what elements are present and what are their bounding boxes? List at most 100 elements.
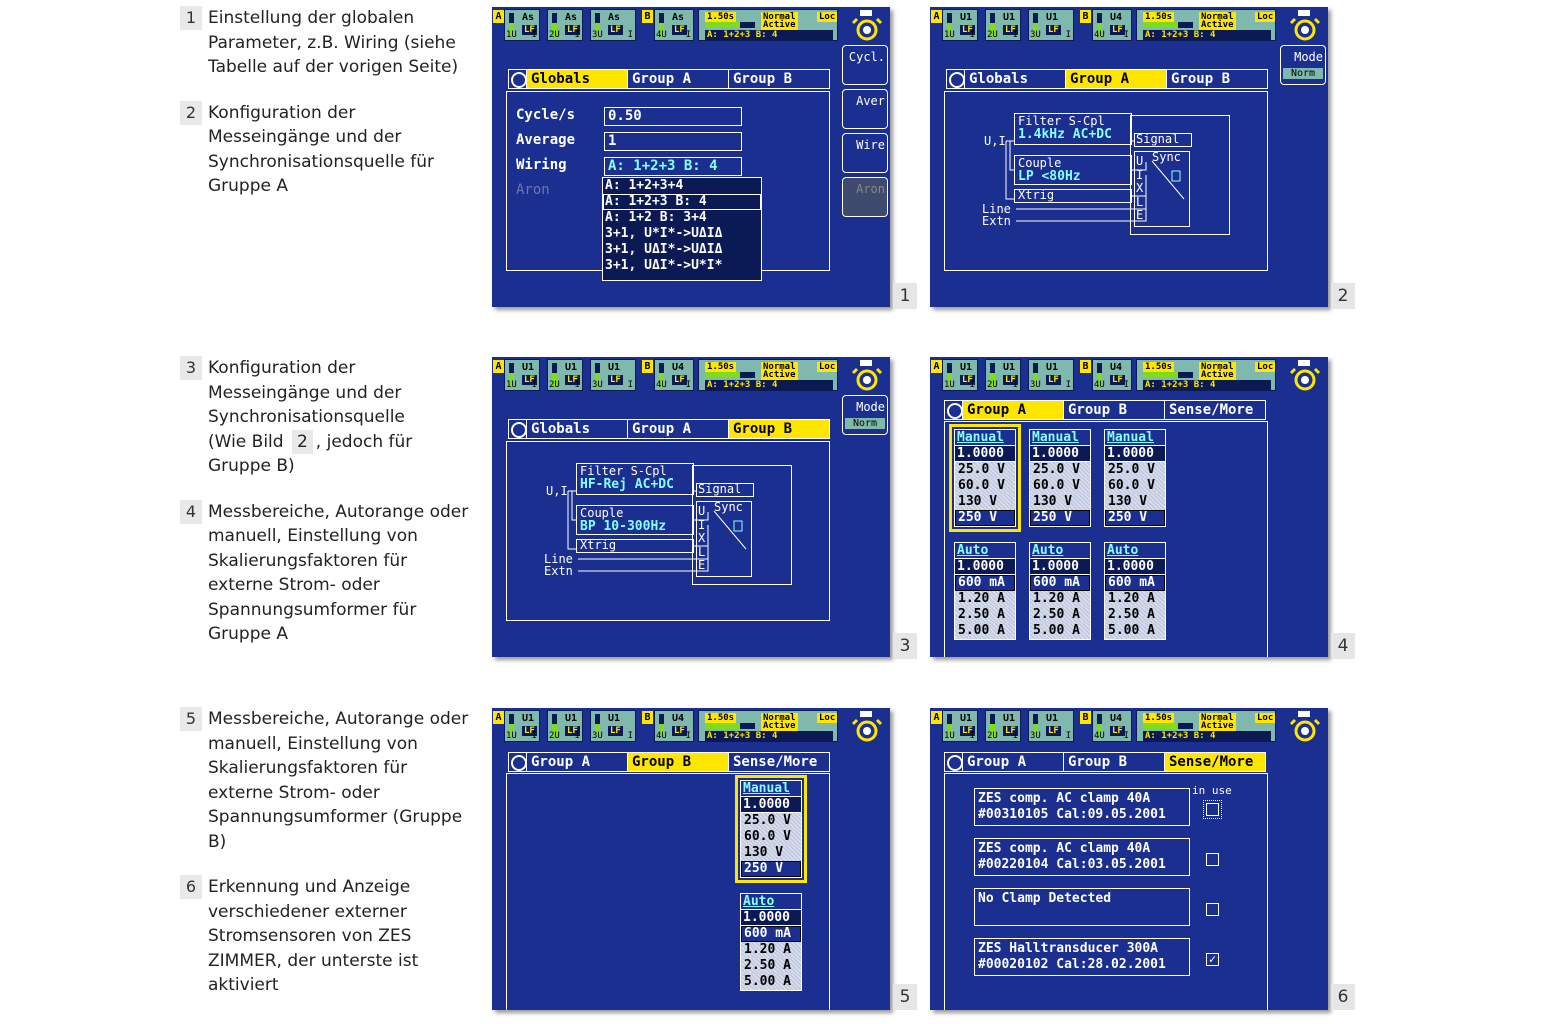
sync-box[interactable] bbox=[1134, 151, 1190, 227]
range-item[interactable]: 1.20 A bbox=[955, 591, 1015, 607]
tab-sense-more[interactable]: Sense/More bbox=[733, 754, 818, 770]
wiring-option[interactable]: 3+1, UΔI*->U*I* bbox=[605, 258, 723, 273]
range-item[interactable]: 2.50 A bbox=[1030, 607, 1090, 623]
range-item-selected[interactable]: 250 V bbox=[1030, 510, 1090, 526]
range-item[interactable]: 5.00 A bbox=[741, 974, 801, 990]
voltage-range-ch1[interactable]: Manual 1.0000 25.0 V 60.0 V 130 V 250 V bbox=[949, 424, 1021, 532]
current-range-ch4[interactable]: Auto 1.0000 600 mA 1.20 A 2.50 A 5.00 A bbox=[740, 893, 802, 991]
sensor-3-checkbox[interactable] bbox=[1206, 903, 1219, 916]
scale-factor[interactable]: 1.0000 bbox=[1105, 559, 1165, 575]
tab-group-a[interactable]: Group A bbox=[1066, 70, 1167, 88]
filter-box[interactable] bbox=[1014, 113, 1132, 145]
range-item[interactable]: 25.0 V bbox=[955, 462, 1015, 478]
range-item[interactable]: 25.0 V bbox=[1030, 462, 1090, 478]
scale-factor[interactable]: 1.0000 bbox=[741, 910, 801, 926]
range-item[interactable]: 1.20 A bbox=[1030, 591, 1090, 607]
range-item[interactable]: 130 V bbox=[1105, 494, 1165, 510]
sensor-2-checkbox[interactable] bbox=[1206, 853, 1219, 866]
sync-box[interactable] bbox=[696, 501, 752, 577]
tab-sense-more[interactable]: Sense/More bbox=[1165, 753, 1265, 771]
tab-group-a[interactable]: Group A bbox=[628, 70, 729, 88]
couple-box[interactable] bbox=[1014, 155, 1132, 185]
voltage-range-ch4[interactable]: Manual 1.0000 25.0 V 60.0 V 130 V 250 V bbox=[735, 775, 807, 883]
filter-box[interactable] bbox=[576, 463, 694, 495]
average-softkey[interactable]: Aver bbox=[842, 89, 888, 129]
range-item-selected[interactable]: 600 mA bbox=[955, 575, 1015, 591]
rotary-knob-icon[interactable] bbox=[848, 9, 886, 43]
rotary-knob-icon[interactable] bbox=[848, 710, 886, 744]
scale-factor[interactable]: 1.0000 bbox=[955, 446, 1015, 462]
tab-sense-more[interactable]: Sense/More bbox=[1169, 402, 1254, 418]
range-item-selected[interactable]: 250 V bbox=[1105, 510, 1165, 526]
scale-factor[interactable]: 1.0000 bbox=[955, 559, 1015, 575]
range-item[interactable]: 1.20 A bbox=[741, 942, 801, 958]
current-range-ch1[interactable]: Auto 1.0000 600 mA 1.20 A 2.50 A 5.00 A bbox=[954, 542, 1016, 640]
range-item[interactable]: 2.50 A bbox=[955, 607, 1015, 623]
tab-group-a[interactable]: Group A bbox=[963, 753, 1064, 771]
cycle-softkey[interactable]: Cycl. bbox=[842, 45, 888, 85]
range-item[interactable]: 1.20 A bbox=[1105, 591, 1165, 607]
wiring-option[interactable]: 3+1, U*I*->UΔIΔ bbox=[605, 226, 723, 241]
voltage-range-ch2[interactable]: Manual 1.0000 25.0 V 60.0 V 130 V 250 V bbox=[1029, 429, 1091, 527]
sensor-1-checkbox[interactable] bbox=[1203, 800, 1222, 819]
tab-group-b[interactable]: Group B bbox=[1064, 401, 1165, 419]
tab-group-b[interactable]: Group B bbox=[729, 420, 829, 438]
range-item-selected[interactable]: 600 mA bbox=[1105, 575, 1165, 591]
couple-box[interactable] bbox=[576, 505, 694, 535]
tab-group-b[interactable]: Group B bbox=[1064, 753, 1165, 771]
scale-factor[interactable]: 1.0000 bbox=[1030, 446, 1090, 462]
average-field[interactable]: 1 bbox=[604, 132, 742, 151]
rotary-knob-icon[interactable] bbox=[1286, 710, 1324, 744]
current-range-ch3[interactable]: Auto 1.0000 600 mA 1.20 A 2.50 A 5.00 A bbox=[1104, 542, 1166, 640]
scale-factor[interactable]: 1.0000 bbox=[741, 797, 801, 813]
tab-group-a[interactable]: Group A bbox=[527, 753, 628, 771]
tab-group-b[interactable]: Group B bbox=[628, 753, 729, 771]
range-item[interactable]: 25.0 V bbox=[741, 813, 801, 829]
scale-factor[interactable]: 1.0000 bbox=[1105, 446, 1165, 462]
range-item[interactable]: 5.00 A bbox=[955, 623, 1015, 639]
range-item[interactable]: 2.50 A bbox=[1105, 607, 1165, 623]
range-item[interactable]: 5.00 A bbox=[1105, 623, 1165, 639]
rotary-knob-icon[interactable] bbox=[1286, 9, 1324, 43]
range-item-selected[interactable]: 250 V bbox=[955, 510, 1015, 526]
wire-softkey[interactable]: Wire bbox=[842, 133, 888, 173]
wiring-field[interactable]: A: 1+2+3 B: 4 bbox=[604, 157, 742, 176]
current-range-ch2[interactable]: Auto 1.0000 600 mA 1.20 A 2.50 A 5.00 A bbox=[1029, 542, 1091, 640]
cycle-field[interactable]: 0.50 bbox=[604, 107, 742, 126]
tab-globals[interactable]: Globals bbox=[527, 420, 628, 438]
range-item[interactable]: 130 V bbox=[955, 494, 1015, 510]
tab-globals[interactable]: Globals bbox=[965, 70, 1066, 88]
range-item-selected[interactable]: 600 mA bbox=[1030, 575, 1090, 591]
tab-group-b[interactable]: Group B bbox=[733, 71, 793, 87]
xtrig-box[interactable] bbox=[576, 539, 694, 553]
range-item[interactable]: 130 V bbox=[1030, 494, 1090, 510]
range-item[interactable]: 2.50 A bbox=[741, 958, 801, 974]
range-item[interactable]: 130 V bbox=[741, 845, 801, 861]
tab-group-a[interactable]: Group A bbox=[963, 401, 1064, 419]
range-item-selected[interactable]: 600 mA bbox=[741, 926, 801, 942]
tab-group-b[interactable]: Group B bbox=[1171, 71, 1231, 87]
